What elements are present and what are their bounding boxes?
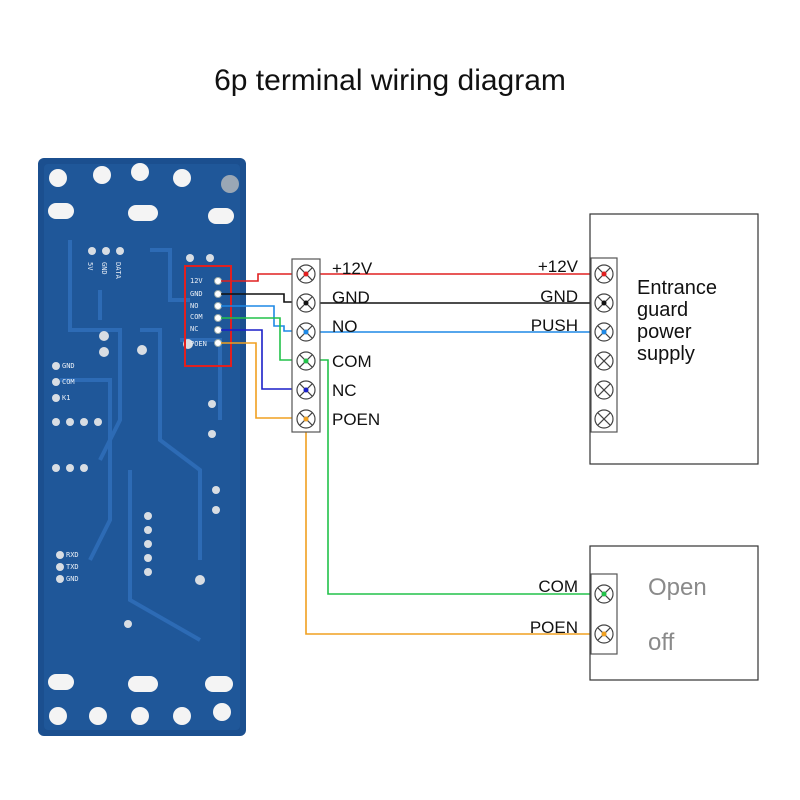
terminal-6p-screw-3 (296, 322, 316, 342)
pcb-silk-5v: 5V (86, 262, 94, 271)
psu-title-line-3: power (637, 321, 692, 343)
power-supply-title: Entrance guard power supply (637, 277, 717, 365)
psu-label-gnd: GND (540, 287, 578, 306)
terminal-label-com: COM (332, 352, 372, 371)
psu-title-line-4: supply (637, 343, 695, 365)
psu-terminal-screw-2 (594, 293, 614, 313)
psu-terminal-screw-3 (594, 322, 614, 342)
pcb-silk-no: NO (190, 302, 198, 310)
pcb-silk-k1: K1 (62, 394, 70, 402)
pcb-silk-gnd-bottom: GND (66, 575, 79, 583)
pcb-silk-com-left: COM (62, 378, 75, 386)
switch-title-open: Open (648, 574, 707, 601)
terminal-6p-screw-2 (296, 293, 316, 313)
switch-title-off: off (648, 629, 675, 656)
psu-title-line-2: guard (637, 299, 688, 321)
psu-label-push: PUSH (531, 316, 578, 335)
pcb-silk-com: COM (190, 313, 203, 321)
pcb-silk-12v: 12V (190, 277, 203, 285)
pcb-silk-nc: NC (190, 325, 198, 333)
psu-title-line-1: Entrance (637, 277, 717, 299)
open-off-box (589, 545, 759, 681)
pcb-silk-txd: TXD (66, 563, 79, 571)
terminal-label-no: NO (332, 317, 358, 336)
psu-terminal-screw-6 (594, 409, 614, 429)
terminal-6p-screw-1 (296, 264, 316, 284)
terminal-6p-screw-4 (296, 351, 316, 371)
pcb-silk-poen: POEN (190, 340, 207, 348)
pcb-silk-gnd: GND (190, 290, 203, 298)
switch-terminal-screw-1 (594, 584, 614, 604)
switch-label-poen: POEN (530, 618, 578, 637)
psu-terminal-screw-1 (594, 264, 614, 284)
switch-label-com: COM (538, 577, 578, 596)
terminal-label-12v: +12V (332, 259, 373, 278)
switch-terminal-screw-2 (594, 624, 614, 644)
terminal-label-poen: POEN (332, 410, 380, 429)
terminal-label-nc: NC (332, 381, 357, 400)
wire-red-pcb (221, 273, 304, 282)
pcb-silk-gnd-top: GND (100, 262, 108, 275)
pcb-silk-data: DATA (114, 262, 122, 280)
wire-orange-pcb (221, 342, 304, 419)
terminal-block-6p (291, 258, 321, 433)
relay-pcb-board: 5V GND DATA GND COM K1 RXD TXD GND 12V G… (38, 158, 246, 736)
terminal-6p-screw-5 (296, 380, 316, 400)
psu-label-12v: +12V (538, 257, 579, 276)
psu-terminal-screw-5 (594, 380, 614, 400)
pcb-silk-rxd: RXD (66, 551, 79, 559)
terminal-label-gnd: GND (332, 288, 370, 307)
pcb-terminal-highlight (184, 265, 232, 367)
wire-blue-pcb (221, 305, 304, 332)
psu-terminal-screw-4 (594, 351, 614, 371)
pcb-silk-gnd-left: GND (62, 362, 75, 370)
power-supply-box (589, 213, 759, 465)
power-supply-labels: +12V GND PUSH (531, 257, 579, 335)
terminal-6p-screw-6 (296, 409, 316, 429)
wire-orange-switch (305, 417, 603, 635)
diagram-title: 6p terminal wiring diagram (214, 64, 566, 97)
wire-navy-pcb (221, 329, 304, 390)
terminal-6p-labels: +12V GND NO COM NC POEN (332, 259, 380, 429)
